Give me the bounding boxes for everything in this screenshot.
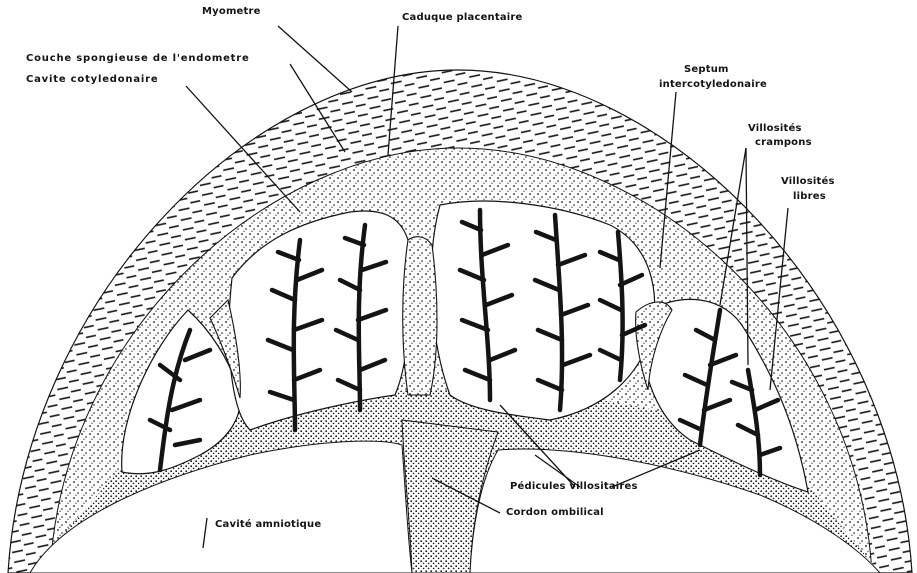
label-septum-line2: intercotyledonaire — [659, 79, 767, 91]
label-villosites-libres-line1: Villosités — [781, 176, 835, 188]
label-cordon-ombilical: Cordon ombilical — [506, 507, 604, 519]
label-pedicules-villositaires: Pédicules villositaires — [510, 481, 638, 493]
label-villosites-libres-line2: libres — [793, 191, 826, 203]
septum-1 — [403, 237, 437, 395]
label-caduque-placentaire: Caduque placentaire — [402, 12, 523, 24]
label-myometre: Myometre — [202, 6, 261, 18]
label-cavite-amniotique: Cavité amniotique — [215, 519, 321, 531]
label-couche-spongieuse: Couche spongieuse de l'endometre — [26, 53, 250, 65]
label-villosites-crampons-line2: crampons — [755, 137, 812, 149]
label-cavite-cotyledonaire: Cavite cotyledonaire — [26, 74, 158, 86]
label-septum-line1: Septum — [684, 64, 729, 76]
label-villosites-crampons-line1: Villosités — [748, 123, 802, 135]
leader-myometre — [278, 26, 352, 92]
